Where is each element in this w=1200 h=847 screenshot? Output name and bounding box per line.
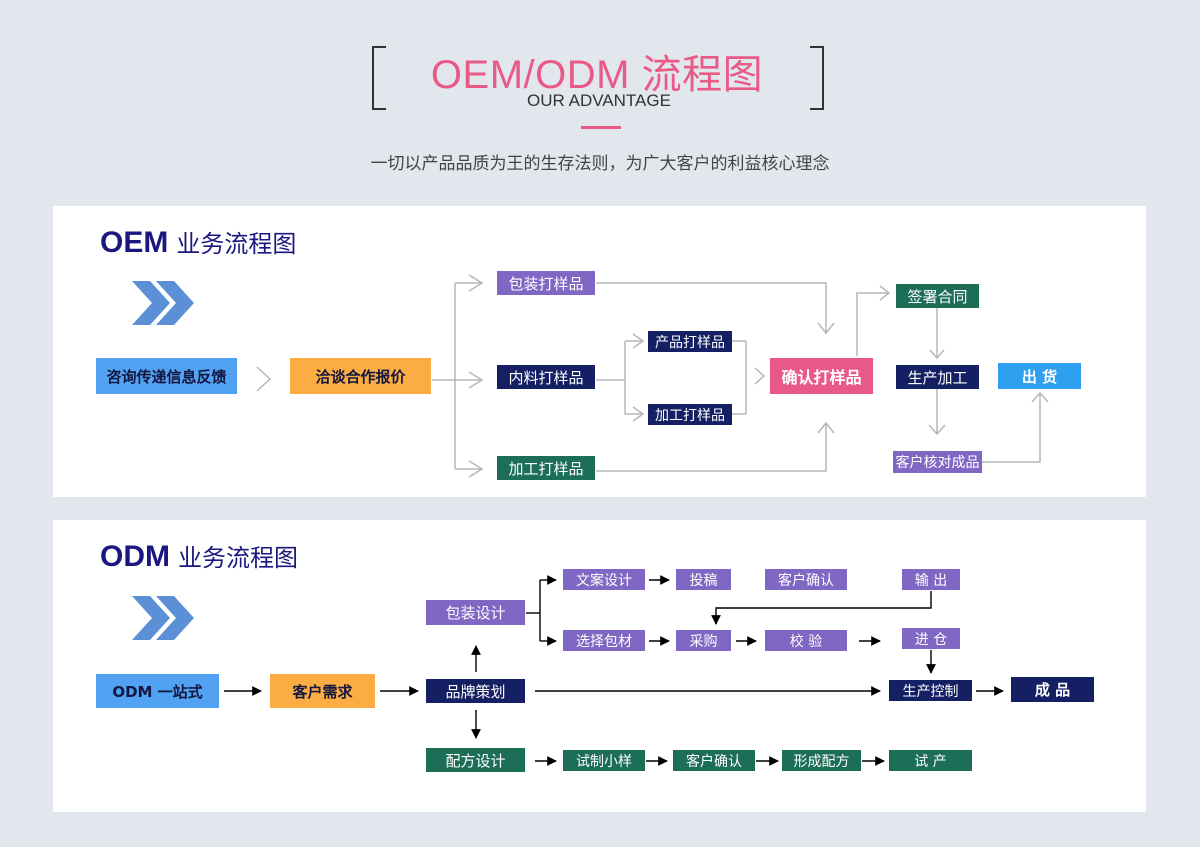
left-bracket [372,46,386,110]
oem-chevron-icon [132,281,194,325]
odm-node-inspect: 校 验 [765,630,847,651]
oem-node-contract: 签署合同 [896,284,979,308]
oem-node-production: 生产加工 [896,365,979,389]
oem-panel [53,206,1146,497]
odm-node-choose-material: 选择包材 [563,630,645,651]
oem-node-process-sample: 加工打样品 [648,404,732,425]
odm-node-purchase: 采购 [676,630,731,651]
odm-node-submit: 投稿 [676,569,731,590]
oem-title-rest: 业务流程图 [176,230,297,258]
odm-panel-title: ODM 业务流程图 [100,538,298,574]
page-tagline: 一切以产品品质为王的生存法则，为广大客户的利益核心理念 [370,154,830,174]
odm-node-brand-planning: 品牌策划 [426,679,525,703]
oem-node-negotiate: 洽谈合作报价 [290,358,431,394]
oem-title-prefix: OEM [100,226,169,259]
odm-node-one-stop: ODM 一站式 [96,674,219,708]
oem-node-confirm-sample: 确认打样品 [770,358,873,394]
odm-node-output: 输 出 [902,569,960,590]
odm-node-store: 进 仓 [902,628,960,649]
oem-node-content-sample: 内料打样品 [497,365,595,389]
odm-node-requirement: 客户需求 [270,674,375,708]
odm-node-customer-confirm: 客户确认 [765,569,847,590]
oem-node-product-sample: 产品打样品 [648,331,732,352]
oem-node-shipment: 出 货 [998,363,1081,389]
odm-node-trial-production: 试 产 [889,750,972,771]
odm-node-production-control: 生产控制 [889,680,972,701]
odm-title-rest: 业务流程图 [178,544,298,572]
odm-node-finished: 成 品 [1011,677,1094,702]
odm-node-package-design: 包装设计 [426,600,525,625]
oem-node-customer-check: 客户核对成品 [893,451,982,473]
oem-node-consult: 咨询传递信息反馈 [96,358,237,394]
page-subtitle: OUR ADVANTAGE [527,91,671,110]
odm-chevron-icon [132,596,194,640]
oem-node-packaging-sample: 包装打样品 [497,271,595,295]
page-title: OEM/ODM 流程图 [430,53,764,97]
oem-node-processing-sample: 加工打样品 [497,456,595,480]
right-bracket [810,46,824,110]
odm-node-formula-design: 配方设计 [426,748,525,772]
odm-title-prefix: ODM [100,540,170,573]
odm-node-copy-design: 文案设计 [563,569,645,590]
title-underline [581,126,621,129]
odm-node-trial-small: 试制小样 [563,750,645,771]
odm-node-formula-form: 形成配方 [782,750,861,771]
odm-node-customer-confirm-2: 客户确认 [673,750,755,771]
